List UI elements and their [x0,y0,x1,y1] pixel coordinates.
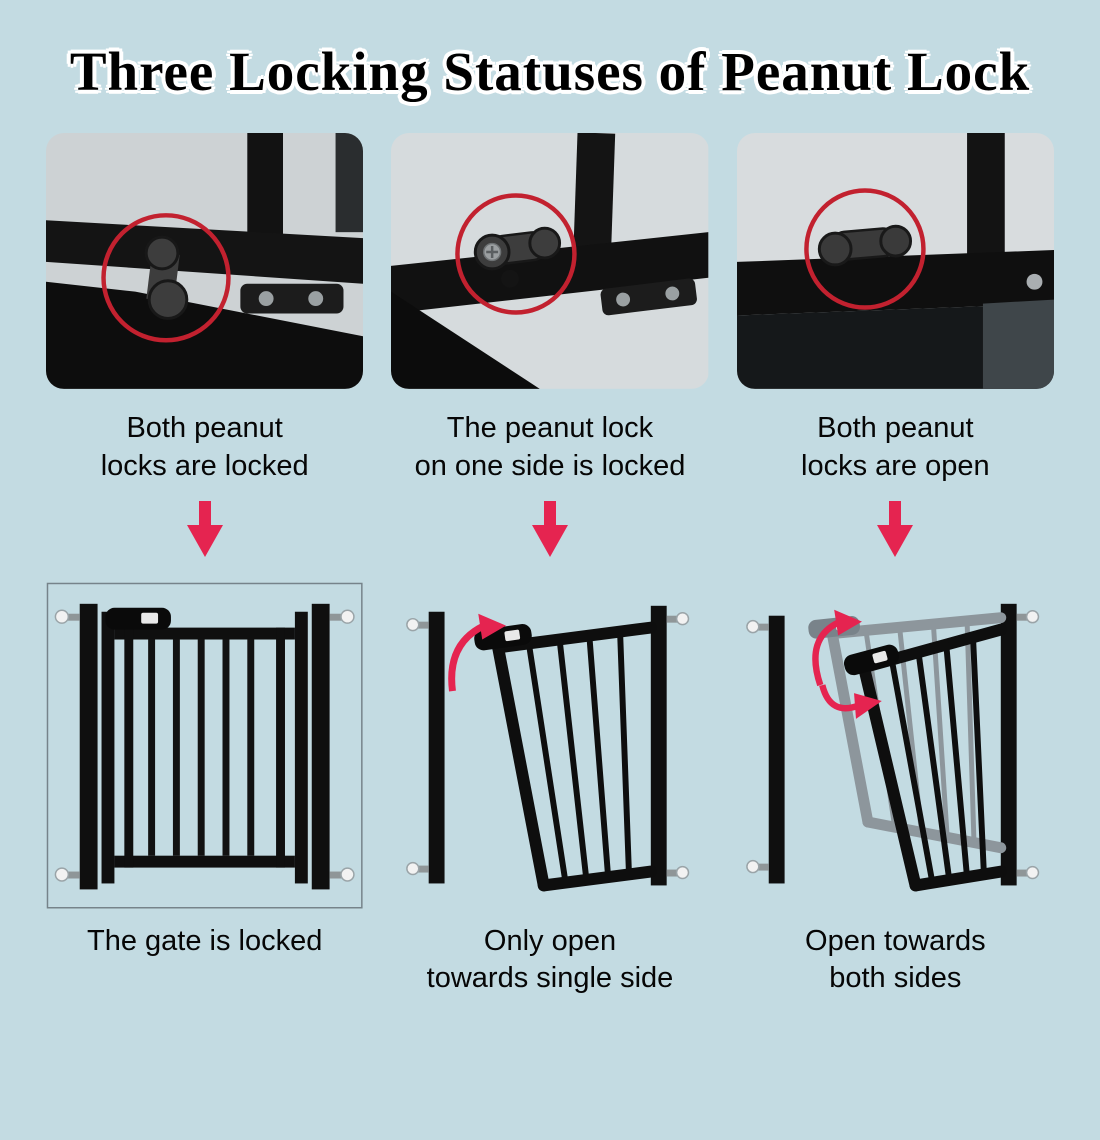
peanut-lock-icon [474,226,562,288]
swing-arrow-icon [448,613,507,692]
column-both-open: Both peanut locks are open [736,133,1054,997]
column-one-side-locked: The peanut lock on one side is locked [391,133,709,997]
gate-handle [105,607,171,630]
gate-status-caption: The gate is locked [86,925,323,958]
down-arrow-icon [528,500,572,564]
front-door [857,623,1007,892]
column-both-locked: Both peanut locks are locked [46,133,364,997]
swing-arrow-up-icon [811,609,862,686]
down-arrow-icon [873,500,917,564]
columns-grid: Both peanut locks are locked [0,103,1100,997]
peanut-lock-photo-both-open [736,133,1054,389]
peanut-lock-photo-one-locked [391,133,709,389]
down-arrow-icon [183,500,227,564]
gate-status-caption: Only open towards single side [426,925,674,995]
gate-illustration-single-side [391,582,708,909]
peanut-lock-photo-both-locked [46,133,364,389]
highlight-circle-icon [101,213,231,343]
infographic: Three Locking Statuses of Peanut Lock [0,40,1100,997]
highlight-circle-icon [803,188,926,310]
gate-status-caption: Open towards both sides [805,925,986,995]
gate-illustration-locked [46,582,363,909]
gate-illustration-both-sides [737,582,1054,909]
lock-status-caption: Both peanut locks are locked [100,411,309,483]
peanut-lock-icon [144,235,189,320]
gate-handle [843,644,899,675]
highlight-circle-icon [455,193,578,315]
page-title: Three Locking Statuses of Peanut Lock [69,41,1031,102]
peanut-lock-icon [817,224,912,267]
swing-arrow-down-icon [818,684,882,719]
lock-status-caption: Both peanut locks are open [801,411,990,483]
lock-status-caption: The peanut lock on one side is locked [414,411,686,483]
phillips-screw-icon [483,242,502,262]
